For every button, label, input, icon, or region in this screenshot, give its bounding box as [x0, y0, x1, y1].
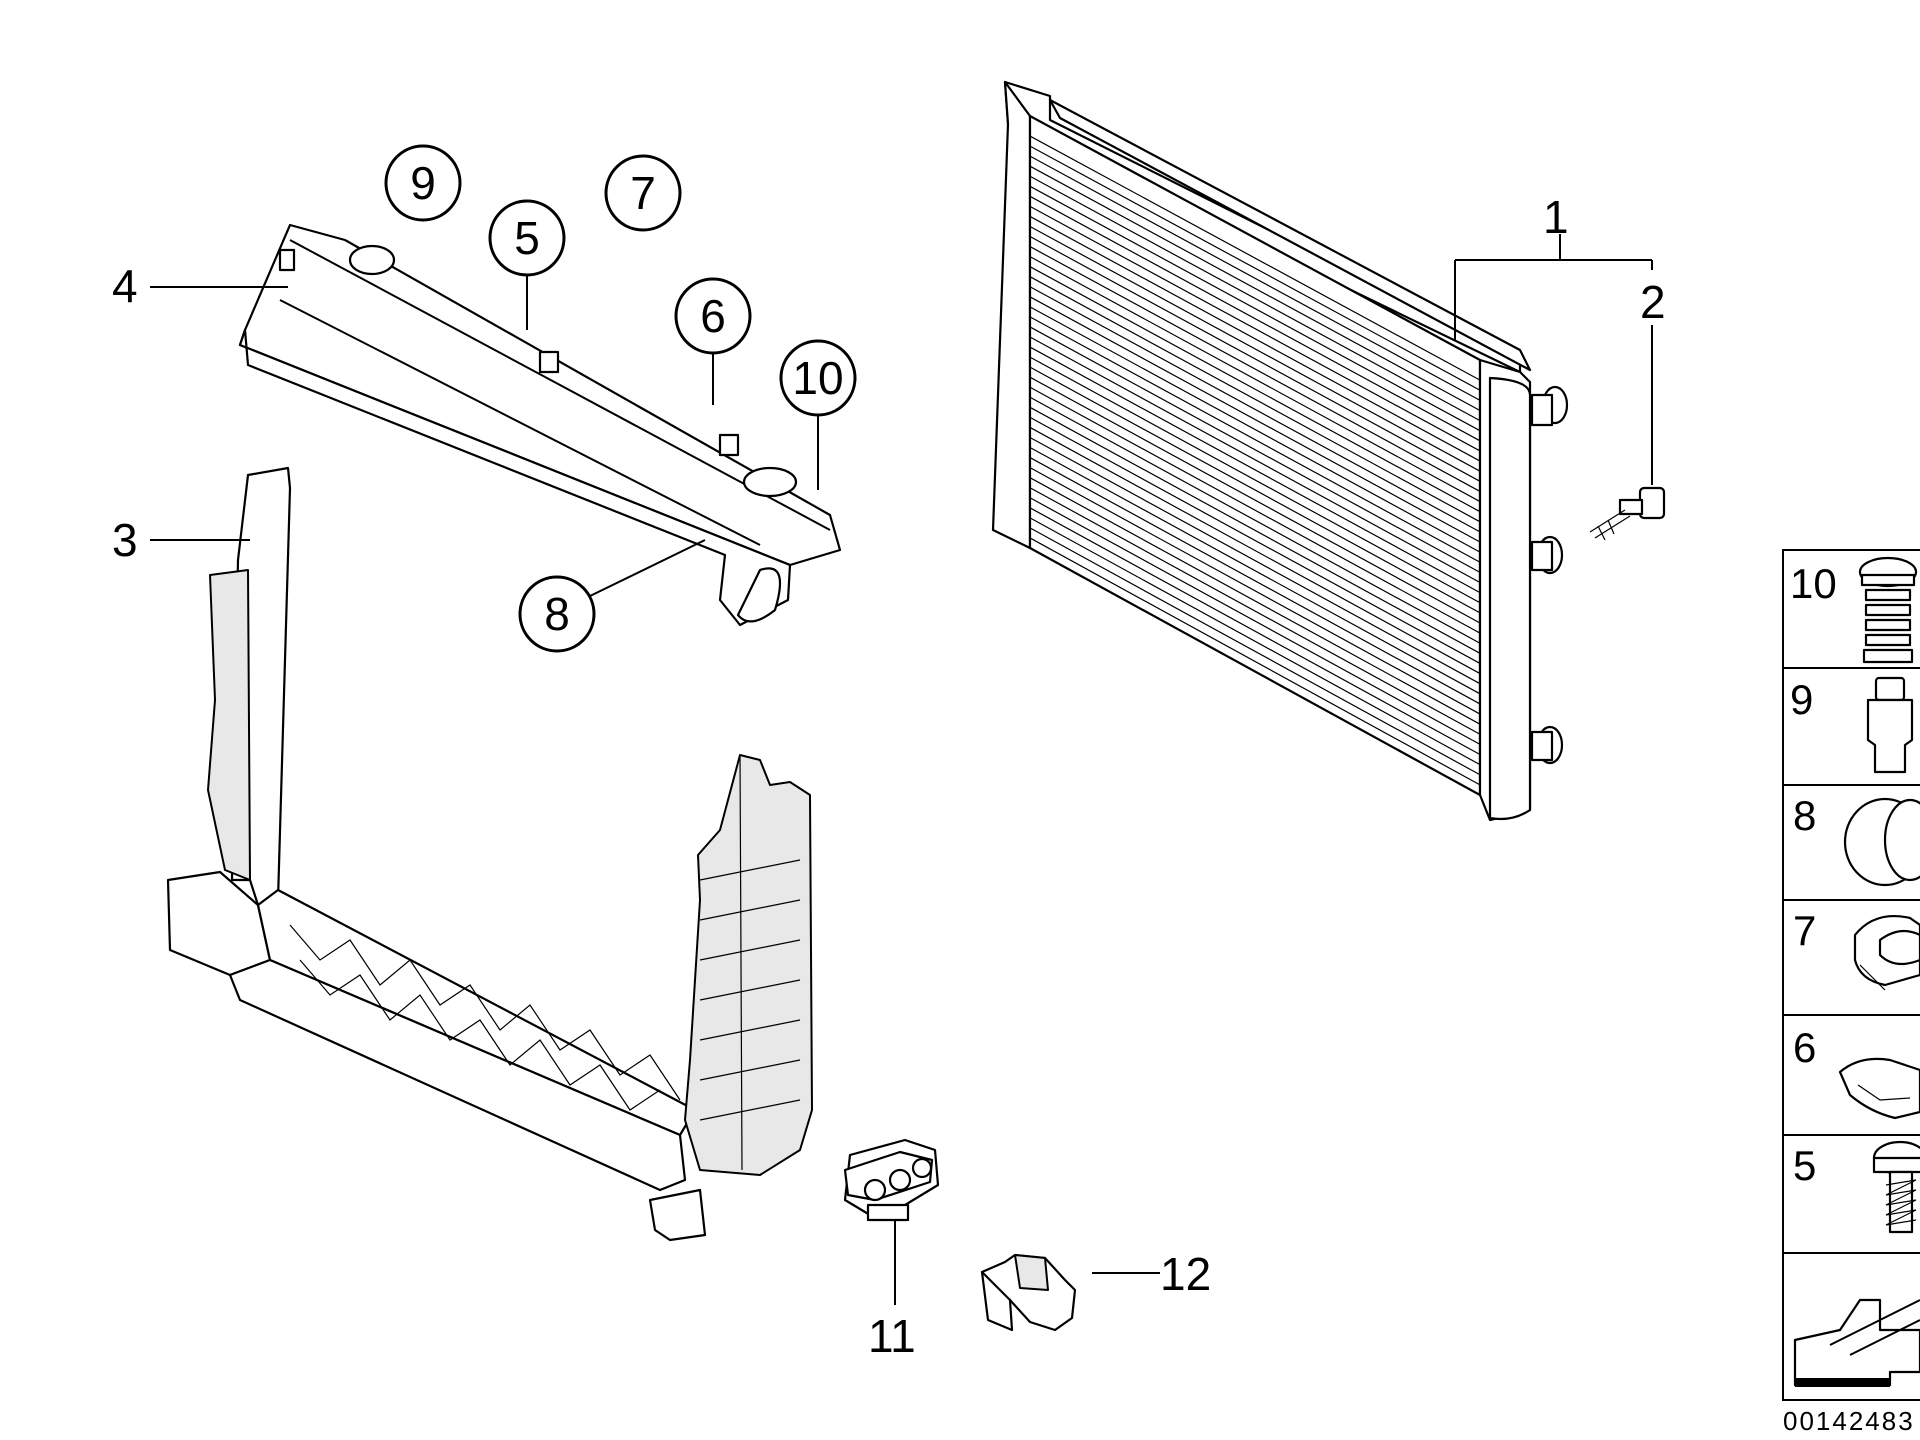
fin-line [1029, 416, 1481, 664]
fin-line [1029, 537, 1481, 786]
fin-line [1029, 517, 1481, 766]
fin-line [1029, 346, 1481, 594]
fin-line [1029, 426, 1481, 675]
radiator-fins [1029, 135, 1481, 786]
upper-carrier [238, 223, 842, 627]
fin-line [1029, 195, 1481, 442]
plug-cap-icon [1843, 797, 1920, 887]
circled-callouts: 9 7 5 6 10 8 [384, 144, 857, 653]
expanding-rivet-icon [1858, 556, 1918, 664]
fin-line [1029, 396, 1481, 644]
fin-line [1029, 446, 1481, 695]
upright-ribs [699, 859, 801, 1121]
callout-2: 2 [1640, 276, 1666, 328]
legend-number-7: 7 [1793, 907, 1816, 954]
fin-line [1029, 276, 1481, 523]
callout-7: 7 [630, 167, 656, 219]
callout-3: 3 [112, 514, 138, 566]
diagram-id: 00142483 [1783, 1406, 1915, 1436]
fin-line [1029, 165, 1481, 412]
fin-line [1029, 497, 1481, 745]
fin-line [1029, 326, 1481, 573]
fin-line [1029, 155, 1481, 401]
fin-line [1029, 356, 1481, 604]
clip-icon [1853, 914, 1920, 991]
callout-12: 12 [1160, 1248, 1211, 1300]
fin-line [1029, 316, 1481, 563]
fin-line [1029, 366, 1481, 614]
callout-9-circle: 9 [384, 144, 462, 222]
fin-line [1029, 467, 1481, 715]
fin-line [1029, 235, 1481, 482]
callout-8: 8 [544, 588, 570, 640]
legend-number-9: 9 [1790, 676, 1813, 723]
callout-11: 11 [868, 1310, 916, 1362]
cable-clip-icon [1838, 1057, 1920, 1120]
fin-line [1029, 185, 1481, 432]
callout-10-circle: 10 [779, 339, 857, 417]
bracket [980, 1253, 1077, 1332]
fin-line [1029, 296, 1481, 543]
radiator [991, 80, 1569, 822]
callout-6: 6 [700, 290, 726, 342]
fin-line [1029, 386, 1481, 634]
fin-line [1029, 487, 1481, 735]
fin-line [1029, 436, 1481, 685]
callout-7-circle: 7 [604, 154, 682, 232]
fin-line [1029, 246, 1481, 492]
fin-line [1029, 527, 1481, 776]
callout-9: 9 [410, 157, 436, 209]
arrow-icon [1793, 1298, 1920, 1387]
fin-line [1029, 336, 1481, 584]
fin-line [1029, 215, 1481, 462]
callout-10: 10 [792, 352, 843, 404]
callout-8-circle: 8 [518, 575, 596, 653]
callout-1: 1 [1543, 191, 1569, 243]
leader-lines [150, 234, 1653, 1305]
fin-line [1029, 135, 1481, 381]
screw-icon [1872, 1140, 1920, 1234]
fin-line [1029, 376, 1481, 624]
legend-number-10: 10 [1790, 560, 1837, 607]
fin-line [1029, 507, 1481, 756]
callout-6-circle: 6 [674, 277, 752, 355]
frame-lattice [289, 924, 681, 1111]
push-pin-icon [1866, 676, 1914, 774]
fin-line [1029, 306, 1481, 553]
legend-number-5: 5 [1793, 1142, 1816, 1189]
fin-line [1029, 457, 1481, 705]
fin-line [1029, 225, 1481, 472]
rubber-mount [843, 1138, 940, 1222]
callout-5-circle: 5 [488, 199, 566, 277]
fin-line [1029, 286, 1481, 533]
callout-4: 4 [112, 260, 138, 312]
callout-5: 5 [514, 212, 540, 264]
legend-panel: 10 9 8 7 6 5 [1782, 549, 1920, 1401]
fin-line [1029, 256, 1481, 503]
drain-plug [1589, 486, 1666, 541]
callouts: 1 2 3 4 11 12 [112, 191, 1666, 1362]
fin-line [1029, 205, 1481, 452]
legend-number-6: 6 [1793, 1024, 1816, 1071]
legend-number-8: 8 [1793, 792, 1816, 839]
fin-line [1029, 266, 1481, 513]
support-frame [166, 466, 813, 1242]
fin-line [1029, 406, 1481, 654]
fin-line [1029, 477, 1481, 725]
fin-line [1029, 145, 1481, 391]
fin-line [1029, 175, 1481, 422]
